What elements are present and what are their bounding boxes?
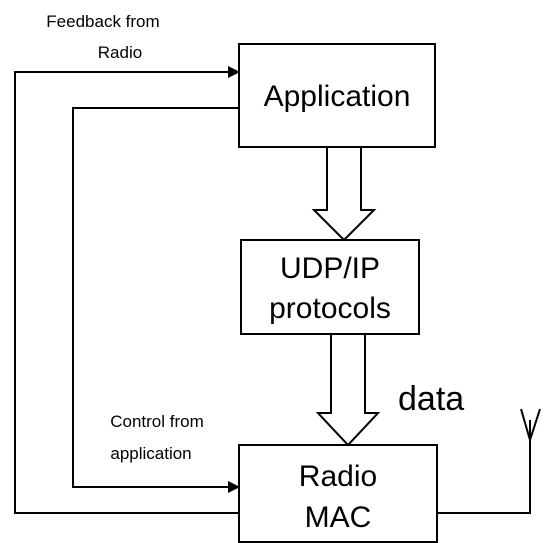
block-arrow-app-to-udp — [311, 146, 377, 242]
udp-ip-label-line1: UDP/IP — [280, 252, 380, 285]
feedback-label-line1: Feedback from — [46, 12, 159, 31]
radio-mac-node: Radio MAC — [238, 444, 438, 543]
application-label: Application — [264, 80, 411, 113]
radio-mac-box — [238, 444, 438, 543]
application-box — [238, 43, 436, 148]
feedback-label-line2: Radio — [98, 43, 142, 62]
feedback-arrowhead — [228, 66, 240, 78]
control-label-line2: application — [110, 444, 191, 463]
antenna-left-element — [520, 408, 531, 441]
control-arrowhead — [228, 481, 240, 493]
feedback-connector: Feedback from Radio — [14, 12, 240, 514]
antenna-feed-line — [437, 420, 531, 514]
control-label-line1: Control from — [110, 412, 204, 431]
udp-ip-label-line2: protocols — [269, 292, 391, 325]
application-node: Application — [238, 43, 436, 148]
control-connector: Control from application — [72, 107, 240, 493]
udp-ip-box — [240, 239, 420, 335]
feedback-line — [14, 71, 239, 514]
udp-ip-node: UDP/IP protocols — [240, 239, 420, 335]
radio-mac-label-line1: Radio — [299, 460, 377, 493]
control-line — [72, 107, 239, 488]
antenna-icon — [437, 408, 541, 514]
radio-mac-label-line2: MAC — [305, 501, 372, 534]
block-arrow-udp-to-mac — [315, 333, 381, 447]
antenna-right-element — [529, 408, 541, 441]
data-label: data — [398, 380, 464, 418]
